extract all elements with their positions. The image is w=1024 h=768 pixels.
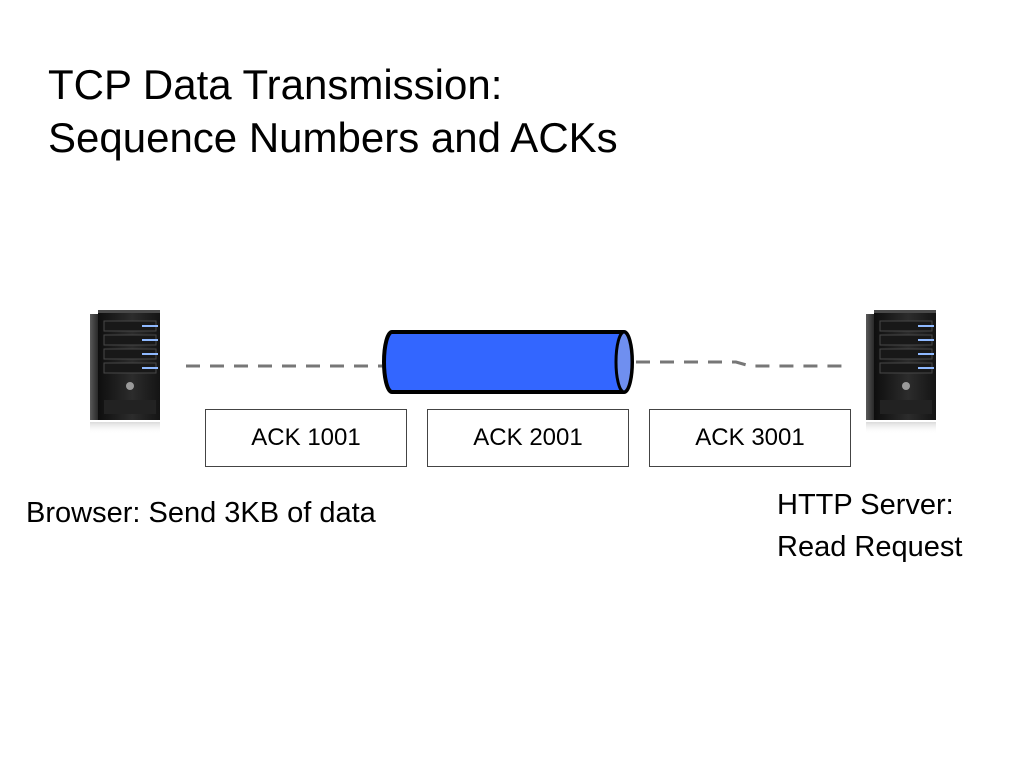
slide-title: TCP Data Transmission: Sequence Numbers … (48, 58, 618, 164)
connection-line-right (636, 360, 848, 368)
slide-title-line-2: Sequence Numbers and ACKs (48, 114, 618, 161)
client-label: Browser: Send 3KB of data (26, 497, 376, 529)
client-caption: Browser: Send 3KB of data (26, 492, 376, 534)
server-tower-icon (865, 309, 937, 435)
network-pipe (382, 330, 634, 394)
server-label-line-2: Read Request (777, 531, 963, 563)
server-caption: HTTP Server: Read Request (777, 484, 962, 568)
ack-box-2001: ACK 2001 (427, 409, 629, 467)
slide-title-line-1: TCP Data Transmission: (48, 61, 503, 108)
server-label-line-1: HTTP Server: (777, 489, 954, 521)
server-tower-icon (89, 309, 161, 435)
ack-box-3001: ACK 3001 (649, 409, 851, 467)
ack-box-1001: ACK 1001 (205, 409, 407, 467)
